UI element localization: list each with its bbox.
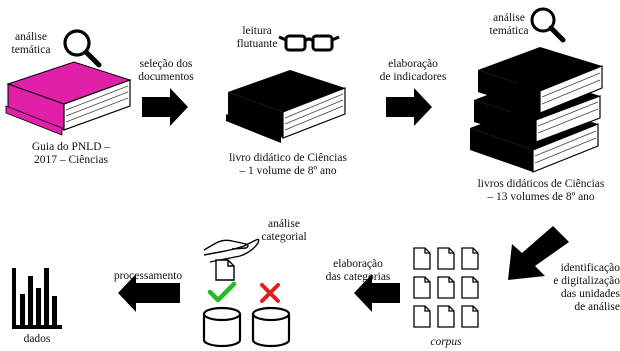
category-cylinder-1	[202, 306, 242, 348]
cross-icon	[260, 283, 280, 303]
arrow-5	[118, 274, 180, 312]
corpus-document-icon	[461, 247, 479, 270]
arrow-2	[386, 88, 432, 126]
arrow-4	[354, 274, 400, 312]
hand-icon	[203, 238, 260, 263]
collection-analysis-label: análise temática	[489, 12, 529, 37]
reading-caption: livro didático de Ciências – 1 volume de…	[229, 152, 347, 177]
data-caption: dados	[23, 333, 51, 345]
corpus-caption: corpus	[430, 336, 462, 348]
arrow-5-label: processamento	[113, 270, 183, 282]
arrow-3	[508, 226, 569, 280]
document-icon	[215, 259, 235, 281]
corpus-document-icon	[437, 247, 455, 270]
corpus-side-label: identificação e digitalização das unidad…	[553, 262, 620, 313]
collection-caption: livros didáticos de Ciências – 13 volume…	[477, 178, 605, 203]
guide-analysis-label: análise temática	[11, 31, 51, 56]
corpus-document-icon	[413, 305, 431, 328]
corpus-document-icon	[437, 305, 455, 328]
categorization-label: análise categorial	[261, 218, 307, 243]
category-cylinder-2	[251, 306, 291, 348]
bar-chart-icon	[12, 268, 62, 329]
arrow-1	[142, 88, 188, 126]
magnifier-icon	[63, 29, 102, 68]
corpus-document-icon	[413, 247, 431, 270]
corpus-document-icon	[413, 276, 431, 299]
arrow-4-label: elaboração das categorias	[325, 258, 391, 283]
corpus-document-icon	[461, 276, 479, 299]
magnifier-icon-2	[530, 7, 566, 43]
arrow-1-label: seleção dos documentos	[138, 58, 194, 83]
reading-label: leitura flutuante	[236, 25, 278, 50]
check-icon	[207, 281, 237, 303]
textbook-icon	[226, 70, 346, 143]
guide-book-icon	[5, 61, 132, 136]
corpus-documents-icon	[413, 247, 479, 328]
corpus-document-icon	[461, 305, 479, 328]
glasses-icon	[278, 34, 340, 52]
corpus-document-icon	[437, 276, 455, 299]
arrow-2-label: elaboração de indicadores	[379, 58, 447, 83]
guide-caption: Guia do PNLD – 2017 – Ciências	[31, 141, 111, 166]
book-stack-icon	[470, 47, 603, 173]
